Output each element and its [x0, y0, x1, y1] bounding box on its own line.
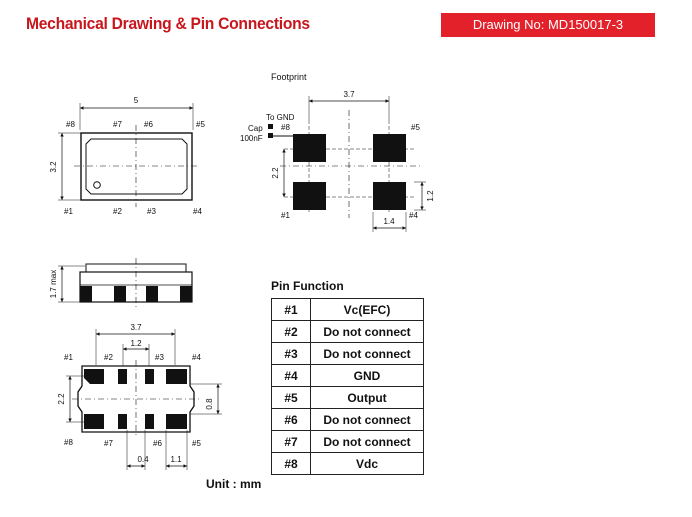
pin-function-cell: GND	[310, 364, 424, 387]
pin-function-cell: Do not connect	[310, 430, 424, 453]
footprint-dim-pad-w: 1.4	[383, 217, 395, 226]
pin-function-cell: Do not connect	[310, 408, 424, 431]
top-pin-3-label: #3	[147, 207, 156, 216]
footprint-view: Footprint 3.7 To GND Cap 100nF #8 #5 2.2	[240, 72, 435, 232]
unit-label: Unit : mm	[206, 477, 262, 491]
side-dim-height: 1.7 max	[49, 270, 58, 298]
top-view: 5 3.2 #8 #7 #6 #5 #1 #2 #3 #4	[49, 96, 205, 216]
footprint-cap-note-cap: Cap	[248, 124, 263, 133]
top-pin-2-label: #2	[113, 207, 122, 216]
bottom-dim-pad-len: 1.1	[170, 455, 182, 464]
bottom-dim-small: 0.4	[137, 455, 149, 464]
pin-number-cell: #3	[271, 342, 311, 365]
side-view: 1.7 max	[49, 258, 193, 308]
bottom-pin-7-label: #7	[104, 439, 113, 448]
footprint-pin-8-label: #8	[281, 123, 290, 132]
bottom-dim-pitch-y: 2.2	[57, 393, 66, 405]
pin-number-cell: #2	[271, 320, 311, 343]
pin-function-cell: Do not connect	[310, 342, 424, 365]
bottom-pin-1-label: #1	[64, 353, 73, 362]
bottom-dim-pad: 0.8	[205, 398, 214, 410]
pin-function-cell: Output	[310, 386, 424, 409]
footprint-pin-4-label: #4	[409, 211, 418, 220]
pin-function-cell: Vdc	[310, 452, 424, 475]
bottom-pin-4-label: #4	[192, 353, 201, 362]
pin-number-cell: #4	[271, 364, 311, 387]
footprint-dim-pitch-x: 3.7	[343, 90, 355, 99]
bottom-pin-6-label: #6	[153, 439, 162, 448]
top-pin-7-label: #7	[113, 120, 122, 129]
top-pin-1-label: #1	[64, 207, 73, 216]
footprint-dim-pad-h: 1.2	[426, 190, 435, 202]
pin-number-cell: #7	[271, 430, 311, 453]
pin-function-title: Pin Function	[271, 279, 344, 293]
bottom-dim-pitch-x: 3.7	[130, 323, 142, 332]
bottom-pin-3-label: #3	[155, 353, 164, 362]
top-pin-8-label: #8	[66, 120, 75, 129]
top-dim-width: 3.2	[49, 161, 58, 173]
top-pin-6-label: #6	[144, 120, 153, 129]
pin-number-cell: #5	[271, 386, 311, 409]
pin-number-cell: #8	[271, 452, 311, 475]
drawing-number-badge: Drawing No: MD150017-3	[441, 13, 655, 37]
bottom-view: 3.7 1.2 #1 #2 #3 #4 2.2 0.8 #8	[57, 323, 222, 470]
top-dim-length: 5	[134, 96, 139, 105]
bottom-dim-inner: 1.2	[130, 339, 142, 348]
footprint-cap-note-gnd: To GND	[266, 113, 295, 122]
top-pin-4-label: #4	[193, 207, 202, 216]
pin-function-cell: Do not connect	[310, 320, 424, 343]
page-title: Mechanical Drawing & Pin Connections	[26, 14, 310, 33]
pin-number-cell: #6	[271, 408, 311, 431]
top-pin-5-label: #5	[196, 120, 205, 129]
footprint-cap-note-value: 100nF	[240, 134, 263, 143]
bottom-pin-2-label: #2	[104, 353, 113, 362]
pin-function-cell: Vc(EFC)	[310, 298, 424, 321]
pin-number-cell: #1	[271, 298, 311, 321]
footprint-title: Footprint	[271, 72, 307, 82]
footprint-pin-5-label: #5	[411, 123, 420, 132]
bottom-pin-5-label: #5	[192, 439, 201, 448]
footprint-pin-1-label: #1	[281, 211, 290, 220]
footprint-dim-pitch-y: 2.2	[271, 167, 280, 179]
bottom-pin-8-label: #8	[64, 438, 73, 447]
